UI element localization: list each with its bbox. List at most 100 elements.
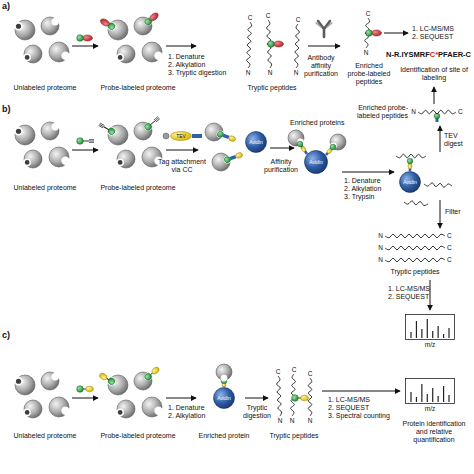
panel-letter: a): [2, 1, 10, 11]
step-label: Antibody affinity purification: [300, 54, 342, 78]
reporter-tag: [274, 41, 284, 47]
terminus-letter: N: [364, 49, 369, 57]
binding-pocket: [61, 157, 69, 165]
step-label: Tryptic peptides: [269, 432, 318, 440]
axis-label: m/z: [425, 405, 435, 413]
process-arrow: [166, 398, 196, 399]
protein-shape: [49, 147, 70, 167]
binding-pocket: [154, 407, 162, 415]
terminus-letter: C: [296, 16, 301, 24]
peptide-chain: [277, 376, 282, 416]
binding-pocket: [154, 52, 162, 60]
pocket-ligand: [16, 129, 21, 134]
alkyne-bond: [156, 119, 160, 122]
protein-body: [49, 147, 69, 167]
protein-body: [330, 134, 346, 150]
protein-body: [49, 397, 69, 417]
probe-ball: [330, 144, 336, 150]
protein-body: [41, 122, 59, 140]
process-arrow: [440, 200, 441, 228]
probe-linker: [150, 121, 155, 125]
protein-shape: [14, 20, 35, 40]
terminus-letter: C: [366, 10, 371, 18]
peptide-chain: [385, 234, 445, 238]
reporter-tag: [83, 35, 93, 41]
tev-body: [171, 132, 192, 141]
probe-ball: [144, 17, 153, 26]
terminus-letter: C: [458, 108, 463, 116]
biotin-tag: [301, 395, 309, 401]
probe-group: [77, 386, 94, 393]
pocket-ligand: [25, 55, 30, 60]
linker-segment: [223, 134, 230, 139]
binding-pocket: [23, 54, 31, 62]
terminus-letter: C: [308, 370, 313, 378]
sequence-text: N-R.IYSMRF: [386, 51, 430, 60]
avidin-bead: Avidin: [245, 131, 267, 153]
terminus-letter: C: [248, 14, 253, 22]
pocket-ligand: [25, 410, 30, 415]
probe-ball: [107, 377, 116, 386]
pocket-ligand: [118, 160, 123, 165]
spectrum-peak: [410, 392, 411, 402]
probe-group: [268, 41, 284, 48]
probe-group: [223, 151, 243, 163]
step-label: 3. Spectral counting: [328, 412, 390, 420]
protein-body: [15, 125, 35, 145]
terminus-letter: C: [447, 256, 452, 264]
node-label: TEV: [176, 133, 186, 140]
bead-body: [214, 388, 235, 409]
process-arrow: [270, 148, 294, 149]
probe-linker: [104, 127, 109, 130]
antibody-light-chain: [316, 23, 332, 27]
step-label: Filter: [445, 208, 461, 216]
spectrum-peak: [448, 328, 449, 338]
sequence-text: C*: [430, 51, 438, 60]
terminus-letter: C: [276, 368, 281, 376]
protein-body: [117, 150, 135, 168]
terminus-letter: N: [278, 417, 283, 425]
protein-shape: [205, 123, 224, 141]
axis-label: m/z: [425, 341, 435, 349]
spectrum-frame: [406, 379, 455, 404]
probe-group: [144, 11, 160, 26]
illustration: [14, 11, 456, 418]
linker-segment: [192, 134, 202, 138]
node-label: Avidin: [249, 139, 263, 146]
step-label: 3. Trypsin: [344, 193, 374, 201]
process-arrow: [308, 46, 340, 47]
terminus-letter: C: [266, 12, 271, 20]
step-label: Probe-labeled proteome: [100, 84, 175, 92]
protein-shape: [23, 45, 42, 63]
protein-body: [24, 150, 42, 168]
spectrum-peak: [448, 395, 449, 402]
step-label: 1. LC-MS/MS: [388, 285, 430, 293]
step-label: Enriched probe-labeled peptides: [345, 62, 393, 86]
step-label: Probe-labeled proteome: [100, 184, 175, 192]
spectrum-peak: [438, 396, 439, 402]
protein-shape: [49, 397, 70, 417]
panel-letter: c): [2, 330, 10, 340]
probe-group: [144, 365, 161, 381]
process-arrow: [166, 150, 198, 151]
step-label: Tryptic peptides: [247, 84, 296, 92]
step-label: Tryptic peptides: [390, 268, 439, 276]
spectrum-peak: [432, 331, 433, 338]
node-label: Avidin: [217, 395, 231, 402]
spectrum-peak: [427, 319, 428, 338]
step-label: 1. Denature: [168, 404, 205, 412]
linker-segment: [230, 155, 237, 160]
binding-pocket: [116, 409, 124, 417]
terminus-letter: N: [378, 232, 383, 240]
spectrum-peak: [443, 334, 444, 338]
protein-shape: [216, 364, 232, 381]
probe-ball: [144, 122, 153, 131]
biotin-end: [163, 133, 169, 139]
probe-ball: [223, 156, 231, 164]
protein-body: [142, 397, 162, 417]
protein-body: [24, 400, 42, 418]
protein-shape: [23, 400, 42, 418]
pocket-ligand: [25, 160, 30, 165]
protein-shape: [107, 375, 128, 395]
